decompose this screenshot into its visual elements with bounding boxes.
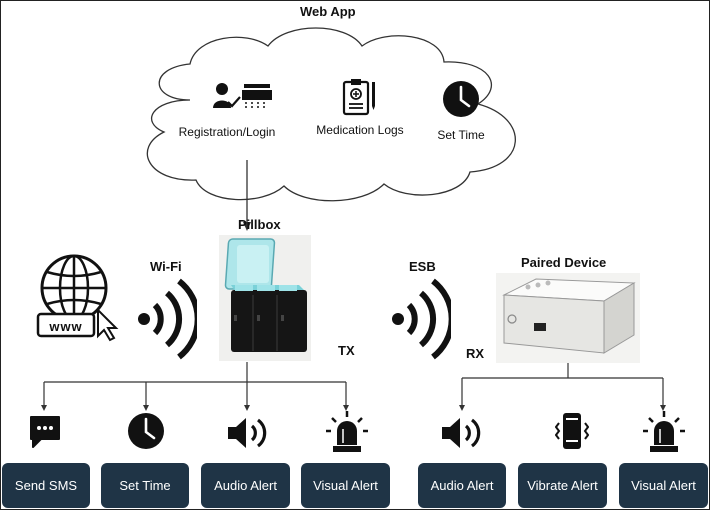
esb-label: ESB	[409, 259, 436, 274]
visual-alert-button-right[interactable]: Visual Alert	[619, 463, 708, 508]
tx-label: TX	[338, 343, 355, 358]
vibrate-alert-button[interactable]: Vibrate Alert	[518, 463, 607, 508]
paired-device-illustration	[496, 273, 640, 363]
web-app-item-medication-logs: Medication Logs	[316, 123, 404, 137]
rx-label: RX	[466, 346, 485, 361]
web-app-title: Web App	[300, 4, 356, 19]
visual-alert-button-left[interactable]: Visual Alert	[301, 463, 390, 508]
wifi-signal-icon	[138, 278, 197, 360]
user-check-printer-icon	[213, 83, 272, 110]
globe-www-icon	[36, 254, 119, 342]
send-sms-button[interactable]: Send SMS	[2, 463, 90, 508]
clock-icon	[443, 81, 479, 117]
audio-alert-button-right[interactable]: Audio Alert	[418, 463, 506, 508]
clock-icon	[128, 413, 164, 449]
pillbox-title: Pillbox	[238, 217, 281, 232]
esb-signal-icon	[392, 278, 451, 360]
paired-device-title: Paired Device	[521, 255, 607, 270]
clipboard-pen-icon	[342, 79, 375, 116]
web-app-item-registration: Registration/Login	[178, 125, 276, 139]
alarm-light-icon	[643, 411, 685, 452]
web-app-cloud	[146, 27, 516, 202]
audio-alert-button-left[interactable]: Audio Alert	[201, 463, 290, 508]
arrow-head	[243, 222, 251, 231]
set-time-button[interactable]: Set Time	[101, 463, 189, 508]
alarm-light-icon	[326, 411, 368, 452]
sms-chat-icon	[30, 416, 60, 448]
vibrating-phone-icon	[555, 413, 589, 449]
speaker-icon	[228, 418, 267, 448]
wifi-label: Wi-Fi	[150, 259, 182, 274]
www-text: www	[49, 319, 83, 334]
pillbox-device-illustration	[219, 235, 311, 361]
speaker-icon	[442, 418, 481, 448]
web-app-item-set-time: Set Time	[437, 128, 485, 142]
